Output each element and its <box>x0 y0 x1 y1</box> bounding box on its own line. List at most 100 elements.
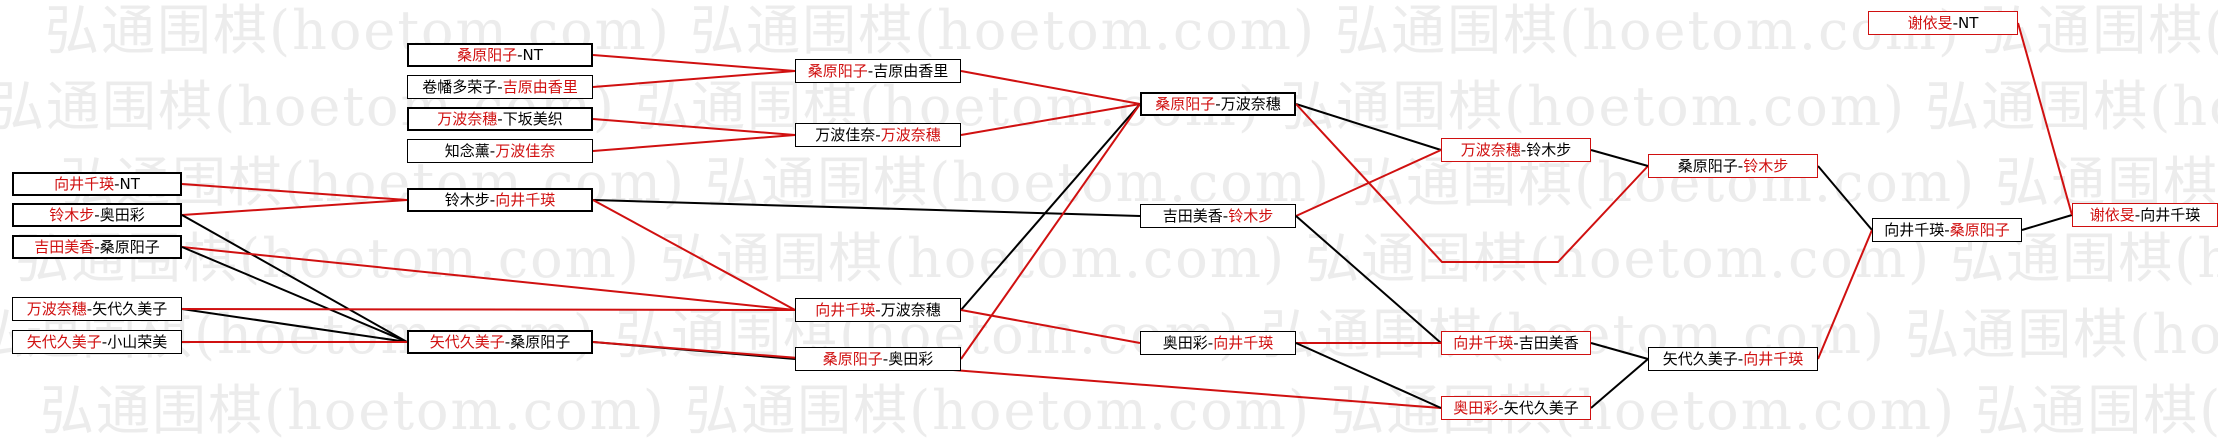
match-box: 桑原阳子-万波奈穗 <box>1140 92 1296 116</box>
player-left: 万波奈穗 <box>437 109 498 128</box>
separator: - <box>1498 398 1504 417</box>
bracket-connector <box>592 134 796 152</box>
bracket-connector <box>592 54 796 72</box>
bracket-connector <box>592 199 796 311</box>
separator: - <box>1944 220 1950 239</box>
player-right: 向井千瑛 <box>1213 333 1274 352</box>
player-left: 向井千瑛 <box>1453 333 1514 352</box>
separator: - <box>114 174 120 193</box>
player-left: 万波奈穗 <box>26 299 87 318</box>
separator: - <box>504 332 511 351</box>
match-box: 奥田彩-矢代久美子 <box>1441 396 1591 420</box>
match-box: 桑原阳子-奥田彩 <box>795 347 961 371</box>
player-right: 铃木步 <box>1526 140 1572 159</box>
separator: - <box>1222 206 1229 225</box>
bracket-connector <box>181 199 408 216</box>
separator: - <box>489 190 496 209</box>
player-left: 吉田美香 <box>34 237 95 256</box>
player-left: 卷幡多荣子 <box>422 77 498 96</box>
player-right: 万波奈穗 <box>880 125 941 144</box>
player-right: 矢代久美子 <box>1503 398 1579 417</box>
bracket-connector <box>1295 103 1649 263</box>
player-right: 吉原由香里 <box>873 61 949 80</box>
bracket-connector <box>592 341 1442 409</box>
match-box: 铃木步-奥田彩 <box>12 203 182 227</box>
bracket-connector <box>181 246 796 311</box>
match-box: 向井千瑛-吉田美香 <box>1441 331 1591 355</box>
separator: - <box>497 109 503 128</box>
player-left: 桑原阳子 <box>1677 156 1738 175</box>
player-right: 桑原阳子 <box>1949 220 2010 239</box>
player-left: 向井千瑛 <box>54 174 115 193</box>
player-right: 铃木步 <box>1743 156 1789 175</box>
match-box: 谢依旻-向井千瑛 <box>2072 203 2218 227</box>
separator: - <box>101 332 108 351</box>
match-box: 桑原阳子-铃木步 <box>1648 154 1818 178</box>
separator: - <box>2134 205 2141 224</box>
player-left: 桑原阳子 <box>822 349 883 368</box>
player-left: 吉田美香 <box>1162 206 1223 225</box>
player-left: 桑原阳子 <box>807 61 868 80</box>
player-left: 奥田彩 <box>1162 333 1208 352</box>
separator: - <box>875 300 881 319</box>
match-box: 奥田彩-向井千瑛 <box>1140 331 1296 355</box>
bracket-connector <box>592 118 796 136</box>
match-box: 向井千瑛-NT <box>12 172 182 196</box>
bracket-connector <box>1817 165 1873 231</box>
separator: - <box>882 349 889 368</box>
player-left: 桑原阳子 <box>457 45 518 64</box>
player-left: 桑原阳子 <box>1155 94 1216 113</box>
match-box: 万波奈穗-铃木步 <box>1441 138 1591 162</box>
bracket-connector <box>181 214 408 343</box>
bracket-connector <box>960 103 1141 360</box>
player-right: 向井千瑛 <box>495 190 556 209</box>
bracket-connector <box>1590 342 1649 360</box>
match-box: 万波奈穗-矢代久美子 <box>12 297 182 321</box>
bracket-connector <box>1590 149 1649 167</box>
bracket-connector <box>181 308 408 343</box>
player-right: 奥田彩 <box>99 205 145 224</box>
bracket-connector <box>2017 22 2073 216</box>
separator: - <box>1207 333 1214 352</box>
match-box: 万波奈穗-下坂美织 <box>407 107 593 131</box>
player-left: 铃木步 <box>444 190 490 209</box>
match-box: 矢代久美子-向井千瑛 <box>1648 347 1818 371</box>
bracket-connector <box>1295 215 1442 344</box>
match-box: 向井千瑛-万波奈穗 <box>795 298 961 322</box>
bracket-connector <box>960 70 1141 105</box>
bracket-connector <box>2021 214 2073 231</box>
player-left: 矢代久美子 <box>429 332 505 351</box>
player-right: 桑原阳子 <box>510 332 571 351</box>
bracket-connector <box>181 246 408 343</box>
match-box: 桑原阳子-NT <box>407 43 593 67</box>
player-right: 桑原阳子 <box>99 237 160 256</box>
bracket-connector <box>960 309 1141 344</box>
player-left: 知念薰 <box>444 141 490 160</box>
bracket-connector <box>960 103 1141 311</box>
player-right: 矢代久美子 <box>92 299 168 318</box>
player-right: 下坂美织 <box>502 109 563 128</box>
separator: - <box>94 205 100 224</box>
separator: - <box>1737 156 1744 175</box>
bracket-connector <box>592 199 1141 217</box>
separator: - <box>1737 349 1744 368</box>
player-left: 万波奈穗 <box>1460 140 1521 159</box>
match-box: 吉田美香-铃木步 <box>1140 204 1296 228</box>
player-right: 铃木步 <box>1228 206 1274 225</box>
separator: - <box>86 299 93 318</box>
bracket-connector <box>592 70 796 88</box>
player-right: 向井千瑛 <box>1743 349 1804 368</box>
match-box: 矢代久美子-小山荣美 <box>12 330 182 354</box>
player-left: 谢依旻 <box>1907 13 1953 32</box>
player-left: 谢依旻 <box>2089 205 2135 224</box>
match-box: 矢代久美子-桑原阳子 <box>407 330 593 354</box>
player-left: 矢代久美子 <box>26 332 102 351</box>
player-left: 万波佳奈 <box>815 125 876 144</box>
bracket-connector <box>1590 358 1649 409</box>
match-box: 吉田美香-桑原阳子 <box>12 235 182 259</box>
match-box: 万波佳奈-万波奈穗 <box>795 123 961 147</box>
player-right: 奥田彩 <box>888 349 934 368</box>
player-right: 万波佳奈 <box>495 141 556 160</box>
separator: - <box>94 237 100 256</box>
bracket-connector <box>1817 229 1873 360</box>
